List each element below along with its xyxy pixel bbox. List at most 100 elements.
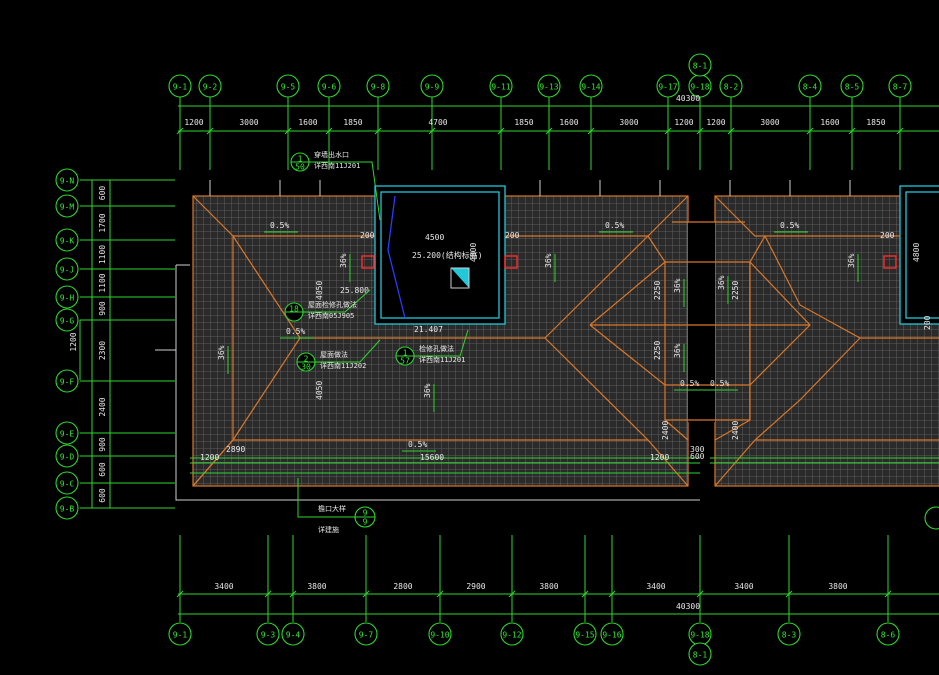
axis-bubble-top: 9-11 [489,74,513,98]
svg-text:9-B: 9-B [60,505,75,514]
eave-lines [190,457,939,474]
axis-bubble-left: 9-D [55,444,79,468]
axis-bubble-top: 9-5 [276,74,300,98]
axis-bubble-bottom: 9-18 [688,622,712,646]
interior-label: 4050 [315,281,324,300]
svg-text:穿墙出水口: 穿墙出水口 [314,150,349,159]
svg-text:9-J: 9-J [60,266,74,275]
svg-text:9-N: 9-N [60,177,75,186]
svg-text:8-7: 8-7 [893,83,908,92]
left-dim: 1700 [98,213,107,232]
axis-bubble-left: 9-B [55,496,79,520]
svg-text:50: 50 [295,163,305,172]
top-total-dim: 40300 [676,94,700,103]
svg-text:9-F: 9-F [60,378,75,387]
axis-bubble-bottom-extra: 8-1 [688,642,712,666]
interior-label: 2250 [653,341,662,360]
svg-text:9-15: 9-15 [575,631,594,640]
drain-outlet [361,255,375,269]
slope-label: 0.5% [408,440,427,449]
bottom-dim: 3800 [828,582,847,591]
axis-bubble-top: 8-5 [840,74,864,98]
axis-bubble-left: 9-M [55,194,79,218]
top-dim: 1200 [184,118,203,127]
svg-text:9-1: 9-1 [173,83,188,92]
svg-text:9-G: 9-G [60,317,75,326]
svg-text:9-16: 9-16 [602,631,621,640]
interior-label: 600 [690,452,705,461]
interior-label: 2400 [661,421,670,440]
slope-label: 36% [717,275,726,290]
svg-text:8-1: 8-1 [693,651,708,660]
left-dim: 900 [98,301,107,316]
svg-text:9-9: 9-9 [425,83,440,92]
left-dim: 900 [98,437,107,452]
svg-text:9-3: 9-3 [261,631,276,640]
top-dim: 1850 [343,118,362,127]
axis-bubble-left: 9-E [55,421,79,445]
slope-label: 0.5% [710,379,729,388]
bottom-total-dim: 40300 [676,602,700,611]
svg-text:9-5: 9-5 [281,83,296,92]
interior-label: 2250 [731,281,740,300]
axis-bubble-bottom: 9-1 [168,622,192,646]
interior-label: 1200 [650,453,669,462]
axis-bubble-bottom: 9-7 [354,622,378,646]
svg-text:9-13: 9-13 [539,83,558,92]
wall-outline [155,180,851,501]
elevation-label: 21.407 [414,325,443,334]
svg-text:1: 1 [298,155,303,164]
svg-text:检修孔做法: 检修孔做法 [419,344,454,353]
axis-bubble-top: 9-2 [198,74,222,98]
svg-text:2: 2 [304,355,309,364]
axis-bubble-left: 9-N [55,168,79,192]
axis-bubble-top: 9-9 [420,74,444,98]
interior-label: 300 [690,445,705,454]
svg-text:8-6: 8-6 [881,631,896,640]
axis-bubble-top: 9-14 [579,74,603,98]
left-dim: 1100 [98,273,107,292]
slope-label: 0.5% [780,221,799,230]
svg-text:8-3: 8-3 [782,631,797,640]
svg-text:18: 18 [289,305,299,314]
svg-text:8-5: 8-5 [845,83,860,92]
interior-label: 200 [880,231,895,240]
top-dim: 3000 [619,118,638,127]
axis-bubble-top: 8-2 [719,74,743,98]
top-dim: 1600 [298,118,317,127]
svg-text:详西南11J201: 详西南11J201 [419,355,465,364]
interior-label: 15600 [420,453,444,462]
svg-text:9-K: 9-K [60,237,75,246]
svg-text:9-4: 9-4 [286,631,301,640]
svg-text:9-12: 9-12 [502,631,521,640]
axis-bubble-bottom: 9-15 [573,622,597,646]
slope-label: 36% [339,253,348,268]
axis-bubble-top: 9-17 [656,74,680,98]
bottom-dim: 2900 [466,582,485,591]
slope-label: 36% [423,383,432,398]
svg-text:详西南05J905: 详西南05J905 [308,311,354,320]
svg-text:9-M: 9-M [60,203,75,212]
bottom-dim: 3800 [307,582,326,591]
svg-text:9-C: 9-C [60,480,75,489]
bottom-dim: 3400 [734,582,753,591]
left-dim: 2300 [98,341,107,360]
svg-text:9-2: 9-2 [203,83,218,92]
axis-bubble-top-extra: 8-1 [688,53,712,77]
svg-text:9-11: 9-11 [491,83,510,92]
svg-text:8-2: 8-2 [724,83,739,92]
svg-text:详西南11J201: 详西南11J201 [314,161,360,170]
interior-label: 200 [505,231,520,240]
slope-label: 36% [847,253,856,268]
axis-grid-horizontal [80,179,175,509]
roof-hatch-left [374,185,506,325]
top-dim: 1850 [866,118,885,127]
svg-text:9-H: 9-H [60,294,75,303]
axis-bubble-left: 9-C [55,471,79,495]
